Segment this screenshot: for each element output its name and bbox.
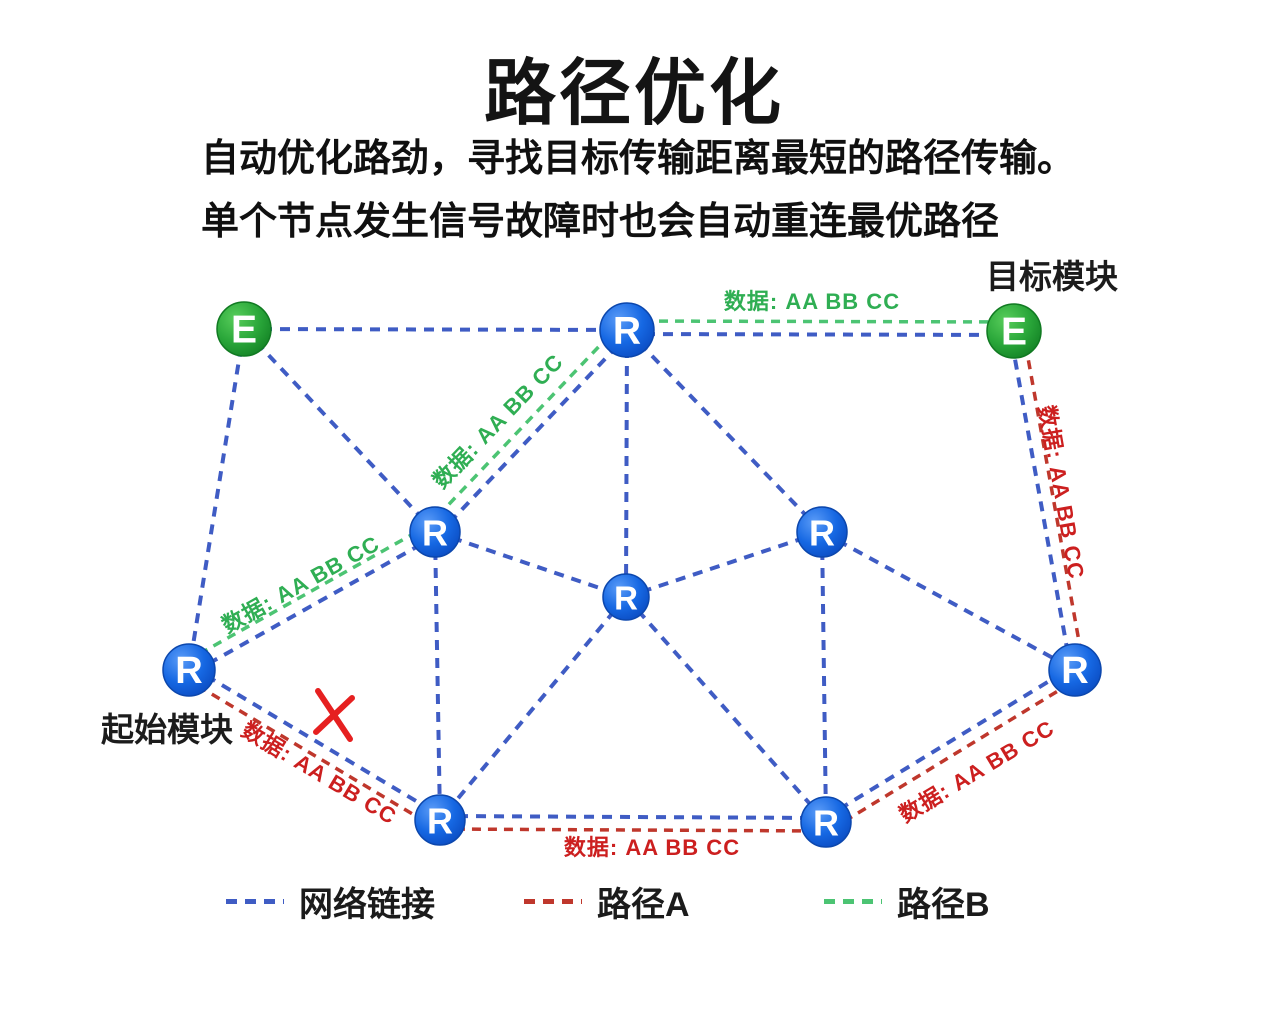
router-node-circle — [409, 506, 461, 558]
edge-path-b — [183, 522, 432, 664]
subtitle-line-1: 自动优化路劲，寻找目标传输距离最短的路径传输。 — [201, 138, 1076, 180]
legend-item-network-link: 网络链接 — [226, 876, 435, 926]
node-r6: R — [1048, 643, 1102, 697]
router-node-circle — [800, 796, 852, 848]
node-letter: R — [813, 803, 839, 844]
node-r2: R — [409, 506, 461, 558]
subtitle-line-2: 单个节点发生信号故障时也会自动重连最优路径 — [201, 201, 1000, 243]
node-r1: R — [599, 302, 655, 358]
node-letter: R — [175, 650, 202, 692]
edge-network-link — [243, 327, 628, 332]
edge-network-link — [434, 530, 627, 599]
router-node-circle — [602, 573, 650, 621]
node-letter: E — [231, 309, 257, 352]
node-letter: R — [427, 801, 453, 842]
node-e2: E — [986, 303, 1042, 359]
caption-target-module: 目标模块 — [986, 258, 1118, 295]
edge-path-a — [829, 676, 1081, 832]
node-letter: R — [809, 513, 835, 554]
legend-label-path-a: 路径A — [597, 885, 690, 924]
edge-network-link — [189, 533, 438, 676]
edge-network-link — [242, 327, 437, 534]
node-letter: R — [1061, 650, 1088, 692]
legend-label-path-b: 路径B — [897, 885, 990, 924]
endpoint-node-circle — [986, 303, 1042, 359]
path-a-dash-icon — [524, 898, 582, 904]
edge-network-link — [625, 328, 824, 534]
legend-item-path-b: 路径B — [824, 876, 990, 926]
edge-path-b — [427, 322, 622, 528]
page-title: 路径优化 — [483, 54, 784, 134]
node-letter: R — [422, 513, 448, 554]
legend-label-network-link: 网络链接 — [299, 885, 435, 924]
network-link-dash-icon — [226, 898, 284, 904]
edge-network-link — [436, 331, 632, 537]
router-node-circle — [162, 643, 216, 697]
edge-network-link — [625, 530, 823, 599]
path-b-dash-icon — [824, 898, 882, 904]
node-r3: R — [796, 506, 848, 558]
node-letter: R — [613, 310, 641, 353]
edge-path-a — [439, 827, 826, 833]
caption-start-module: 起始模块 — [101, 711, 233, 748]
node-r7: R — [414, 794, 466, 846]
edge-network-link — [626, 332, 1014, 337]
node-r5: R — [162, 643, 216, 697]
router-node-circle — [599, 302, 655, 358]
node-e1: E — [216, 301, 272, 357]
edge-network-link — [433, 531, 442, 821]
subtitle: 自动优化路劲，寻找目标传输距离最短的路径传输。 单个节点发生信号故障时也会自动重… — [201, 128, 1075, 254]
node-r8: R — [800, 796, 852, 848]
broken-link-x-icon — [313, 695, 355, 735]
edge-network-link — [1008, 331, 1074, 672]
router-node-circle — [1048, 643, 1102, 697]
edge-network-link — [440, 814, 827, 821]
router-node-circle — [414, 794, 466, 846]
node-letter: R — [614, 580, 638, 617]
edge-network-link — [190, 664, 444, 819]
edge-path-b — [627, 319, 1015, 324]
endpoint-node-circle — [216, 301, 272, 357]
edge-network-link — [624, 595, 828, 824]
edge-network-link — [187, 328, 246, 671]
edge-network-link — [820, 531, 828, 823]
edge-network-link — [821, 530, 1076, 672]
router-node-circle — [796, 506, 848, 558]
node-r4: R — [602, 573, 650, 621]
legend-item-path-a: 路径A — [524, 876, 690, 926]
edge-network-link — [822, 664, 1074, 821]
legend: 网络链接 路径A 路径B — [0, 876, 1268, 926]
edge-network-link — [624, 329, 629, 598]
edge-network-link — [438, 595, 628, 822]
edge-path-a — [183, 676, 437, 830]
node-letter: E — [1001, 311, 1027, 354]
edge-path-a — [1021, 329, 1086, 669]
